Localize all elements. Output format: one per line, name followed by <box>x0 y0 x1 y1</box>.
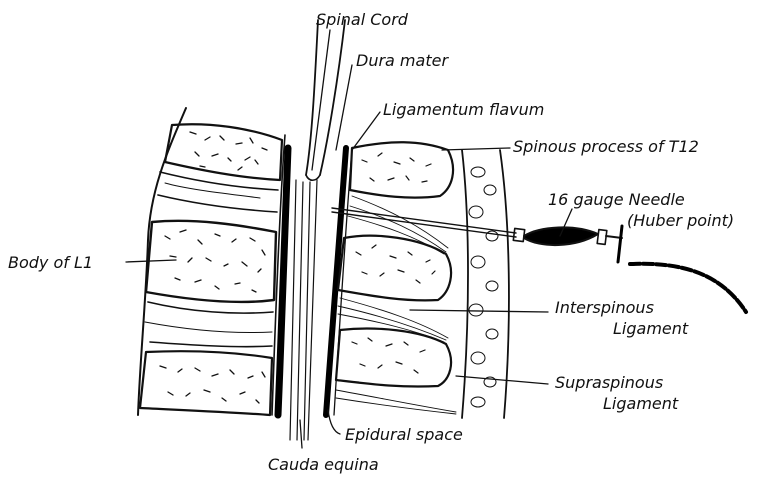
label-needle-line2: (Huber point) <box>627 211 734 230</box>
label-interspinous-line2: Ligament <box>613 319 688 338</box>
vertebral-body-lower <box>140 351 272 415</box>
label-dura-mater: Dura mater <box>356 51 448 70</box>
label-ligamentum-flavum: Ligamentum flavum <box>383 100 544 119</box>
cauda-equina-roots <box>290 180 317 440</box>
leader-lines <box>126 30 572 448</box>
label-body-of-l1: Body of L1 <box>8 253 93 272</box>
spinal-cord-left <box>306 20 318 175</box>
vertebral-body-upper <box>165 124 282 180</box>
label-supraspinous-line1: Supraspinous <box>555 373 663 392</box>
supraspinous-ligament <box>462 150 509 418</box>
label-cauda-equina: Cauda equina <box>268 455 379 474</box>
spinous-process-l1 <box>338 236 451 301</box>
spinal-cord-right <box>320 20 345 175</box>
label-supraspinous-line2: Ligament <box>603 394 678 413</box>
vertebral-column <box>138 108 285 415</box>
label-epidural-space: Epidural space <box>345 425 463 444</box>
spinous-process-t12 <box>350 142 453 197</box>
spinous-process-l2 <box>336 329 451 387</box>
dura-left <box>278 148 288 415</box>
label-spinal-cord: Spinal Cord <box>316 10 408 29</box>
label-spinous-process: Spinous process of T12 <box>513 137 699 156</box>
label-needle-line1: 16 gauge Needle <box>548 190 685 209</box>
label-interspinous-line1: Interspinous <box>555 298 654 317</box>
